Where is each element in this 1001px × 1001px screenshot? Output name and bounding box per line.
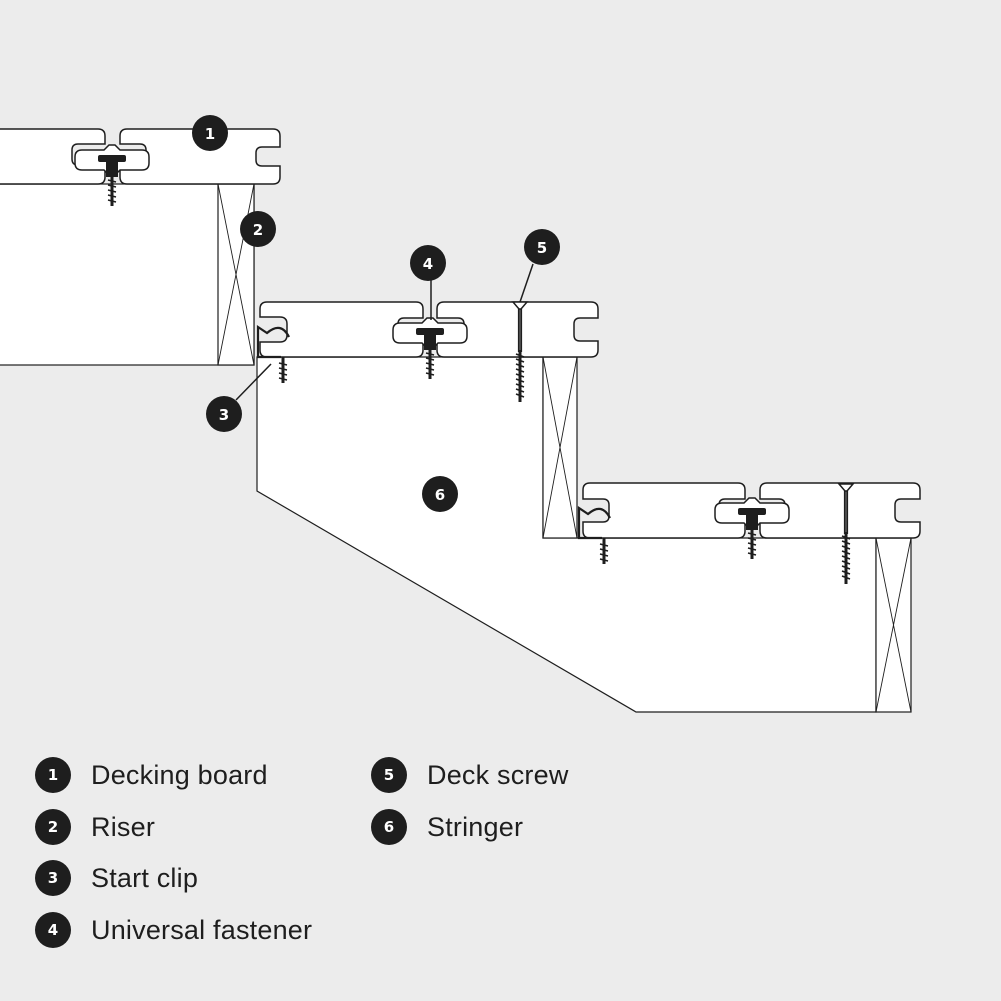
legend-label: Stringer bbox=[427, 811, 524, 842]
svg-text:5: 5 bbox=[537, 239, 547, 257]
legend-item-stringer: 6 Stringer bbox=[371, 807, 523, 847]
legend-item-deck-screw: 5 Deck screw bbox=[371, 755, 569, 795]
legend-badge: 4 bbox=[35, 912, 71, 948]
callout-badge-4: 4 bbox=[410, 245, 446, 281]
legend-label: Decking board bbox=[91, 759, 268, 790]
legend-label: Start clip bbox=[91, 862, 199, 893]
legend-badge: 6 bbox=[371, 809, 407, 845]
legend-label: Deck screw bbox=[427, 759, 569, 790]
decking-board-middle-right bbox=[436, 301, 599, 358]
callout-badge-6: 6 bbox=[422, 476, 458, 512]
decking-board-bottom-right bbox=[759, 482, 921, 539]
stair-cross-section-drawing: 1 2 3 4 5 6 bbox=[0, 115, 921, 713]
legend-item-riser: 2 Riser bbox=[35, 807, 155, 847]
decking-board-middle-left bbox=[259, 301, 424, 358]
svg-text:2: 2 bbox=[253, 221, 263, 239]
callout-badge-2: 2 bbox=[240, 211, 276, 247]
callout-badge-3: 3 bbox=[206, 396, 242, 432]
leader-line-3 bbox=[235, 363, 272, 401]
callout-badge-5: 5 bbox=[524, 229, 560, 265]
legend-item-universal-fastener: 4 Universal fastener bbox=[35, 910, 312, 950]
callout-badge-1: 1 bbox=[192, 115, 228, 151]
legend-label: Universal fastener bbox=[91, 914, 313, 945]
legend-badge: 5 bbox=[371, 757, 407, 793]
decking-board-bottom-left bbox=[582, 482, 746, 539]
decking-board-top-right bbox=[119, 128, 281, 185]
svg-text:6: 6 bbox=[435, 486, 445, 504]
svg-text:1: 1 bbox=[205, 125, 215, 143]
legend-badge: 2 bbox=[35, 809, 71, 845]
riser-bottom bbox=[875, 537, 912, 713]
riser-middle bbox=[542, 356, 578, 539]
legend-item-decking-board: 1 Decking board bbox=[35, 755, 268, 795]
legend-label: Riser bbox=[91, 811, 156, 842]
legend-badge: 1 bbox=[35, 757, 71, 793]
svg-text:3: 3 bbox=[219, 406, 229, 424]
leader-line-5 bbox=[519, 263, 534, 303]
legend-badge: 3 bbox=[35, 860, 71, 896]
svg-text:4: 4 bbox=[423, 255, 433, 273]
top-landing-block bbox=[0, 183, 255, 366]
legend-item-start-clip: 3 Start clip bbox=[35, 858, 198, 898]
riser-top bbox=[217, 183, 255, 366]
